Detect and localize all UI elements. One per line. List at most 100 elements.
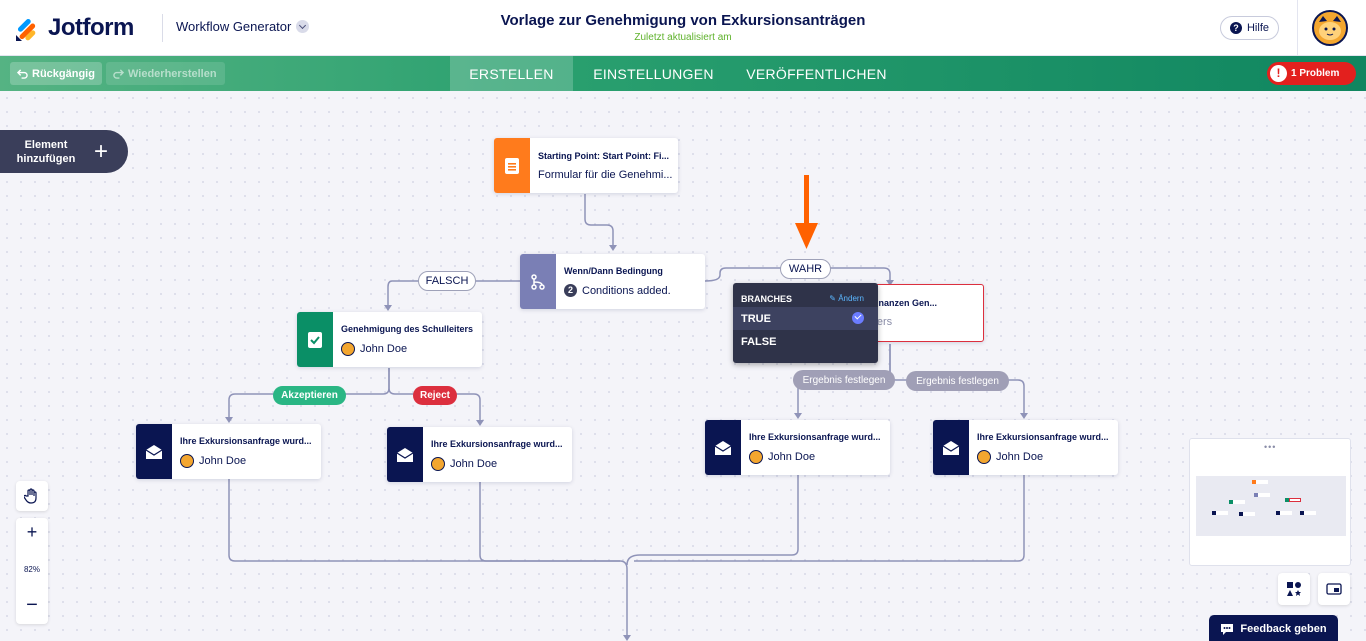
undo-label: Rückgängig [32,67,95,80]
node-title: Ihre Exkursionsanfrage wurd... [977,431,1109,442]
redo-icon [113,69,124,79]
page-title[interactable]: Vorlage zur Genehmigung von Exkursionsan… [500,12,866,29]
hand-icon [24,488,37,504]
email-icon [387,427,423,482]
tab-erstellen[interactable]: ERSTELLEN [450,56,573,91]
node-title: Ihre Exkursionsanfrage wurd... [749,431,881,442]
problem-button[interactable]: ! 1 Problem [1267,62,1356,85]
branch-option-false[interactable]: FALSE [741,335,777,348]
zoom-level: 82% [23,565,40,574]
chat-icon [1221,623,1234,635]
minimap-toggle-button[interactable] [1318,573,1350,605]
node-description: 2 Conditions added. [564,284,697,297]
minimap[interactable]: ••• [1189,438,1351,566]
zoom-in-button[interactable]: + [26,522,38,542]
redo-button[interactable]: Wiederherstellen [106,62,225,85]
avatar [749,449,763,464]
pan-tool-button[interactable] [16,481,48,511]
problem-label: 1 Problem [1291,68,1340,79]
undo-button[interactable]: Rückgängig [10,62,102,85]
builder-tabs: ERSTELLEN EINSTELLUNGEN VERÖFFENTLICHEN [450,56,899,91]
form-icon [494,138,530,193]
path-label-akzeptieren[interactable]: Akzeptieren [273,386,346,405]
branch-label-wahr[interactable]: WAHR [780,259,831,279]
node-title: Wenn/Dann Bedingung [564,266,663,276]
zoom-out-button[interactable]: − [26,594,38,616]
path-label-reject[interactable]: Reject [413,386,457,405]
builder-toolbar: Rückgängig Wiederherstellen ERSTELLEN EI… [0,56,1366,91]
node-assignee: John Doe [749,449,882,464]
minimap-icon [1326,583,1342,595]
node-title: Ihre Exkursionsanfrage wurd... [180,435,312,446]
last-updated-text: Zuletzt aktualisiert am [634,32,732,43]
tab-einstellungen[interactable]: EINSTELLUNGEN [593,65,714,82]
avatar [341,341,355,356]
undo-icon [17,69,28,79]
approval-icon [297,312,333,367]
user-avatar[interactable] [1312,10,1348,46]
node-title: Ihre Exkursionsanfrage wurd... [431,438,563,449]
node-assignee: John Doe [977,449,1110,464]
conditions-count-badge: 2 [564,284,577,297]
add-element-button[interactable]: Element hinzufügen + [0,130,128,173]
avatar [431,456,445,471]
condition-node[interactable]: Wenn/Dann Bedingung 2 Conditions added. [520,254,705,309]
help-label: Hilfe [1246,22,1269,34]
node-assignee: John Doe [431,456,564,471]
node-description: Formular für die Genehmi... [538,168,673,181]
path-label-ergebnis-2[interactable]: Ergebnis festlegen [906,371,1009,391]
question-icon: ? [1229,22,1242,34]
branch-option-true[interactable]: TRUE [733,307,878,330]
help-button[interactable]: ? Hilfe [1220,16,1279,40]
minimap-viewport[interactable] [1196,476,1346,536]
connector-lines [225,175,1028,641]
chevron-down-icon [296,20,310,33]
logo-text: Jotform [48,14,134,41]
feedback-button[interactable]: Feedback geben [1209,615,1338,641]
zoom-controls: + 82% − [16,518,48,624]
pencil-icon: ✎ [829,294,836,303]
redo-label: Wiederherstellen [128,67,217,80]
minimap-drag-handle[interactable]: ••• [1264,442,1277,452]
node-title: Starting Point: Start Point: Fi... [538,150,669,161]
apps-button[interactable] [1278,573,1310,605]
email-icon [705,420,741,475]
branches-popup: BRANCHES ✎ Ändern TRUE FALSE [733,283,878,363]
shapes-icon [1287,582,1301,596]
product-name: Workflow Generator [176,19,292,34]
node-assignee: John Doe [341,341,474,356]
path-label-ergebnis-1[interactable]: Ergebnis festlegen [793,370,895,390]
email-node-1[interactable]: Ihre Exkursionsanfrage wurd... John Doe [136,424,321,479]
email-node-4[interactable]: Ihre Exkursionsanfrage wurd... John Doe [933,420,1118,475]
email-node-2[interactable]: Ihre Exkursionsanfrage wurd... John Doe [387,427,572,482]
email-icon [933,420,969,475]
avatar [977,449,991,464]
node-title: Genehmigung des Schulleiters [341,323,474,334]
node-title: ktor & Finanzen Gen... [842,298,938,308]
approval-node-principal[interactable]: Genehmigung des Schulleiters John Doe [297,312,482,367]
orange-arrow [795,175,818,249]
add-element-label: Element hinzufügen [16,138,76,165]
workflow-canvas[interactable]: Element hinzufügen + Starting Point: Sta… [0,91,1366,641]
plus-icon: + [94,137,109,165]
product-switcher[interactable]: Workflow Generator [176,19,310,34]
app-header: Jotform Workflow Generator Vorlage zur G… [0,0,1366,56]
node-assignee: John Doe [180,453,313,468]
alert-icon: ! [1270,65,1287,82]
header-divider [1297,0,1298,56]
jotform-logo[interactable]: Jotform [14,14,134,42]
check-icon [852,312,864,324]
branches-heading: BRANCHES [741,294,793,304]
email-node-3[interactable]: Ihre Exkursionsanfrage wurd... John Doe [705,420,890,475]
tab-veroeffentlichen[interactable]: VERÖFFENTLICHEN [746,65,887,82]
feedback-label: Feedback geben [1240,623,1327,635]
change-branch-link[interactable]: ✎ Ändern [829,294,864,303]
branch-label-falsch[interactable]: FALSCH [418,271,476,291]
email-icon [136,424,172,479]
start-node[interactable]: Starting Point: Start Point: Fi... Formu… [494,138,678,193]
avatar-face-icon [1319,16,1341,40]
avatar [180,453,194,468]
jotform-logo-icon [16,18,36,41]
branch-icon [520,254,556,309]
header-divider [162,14,163,42]
